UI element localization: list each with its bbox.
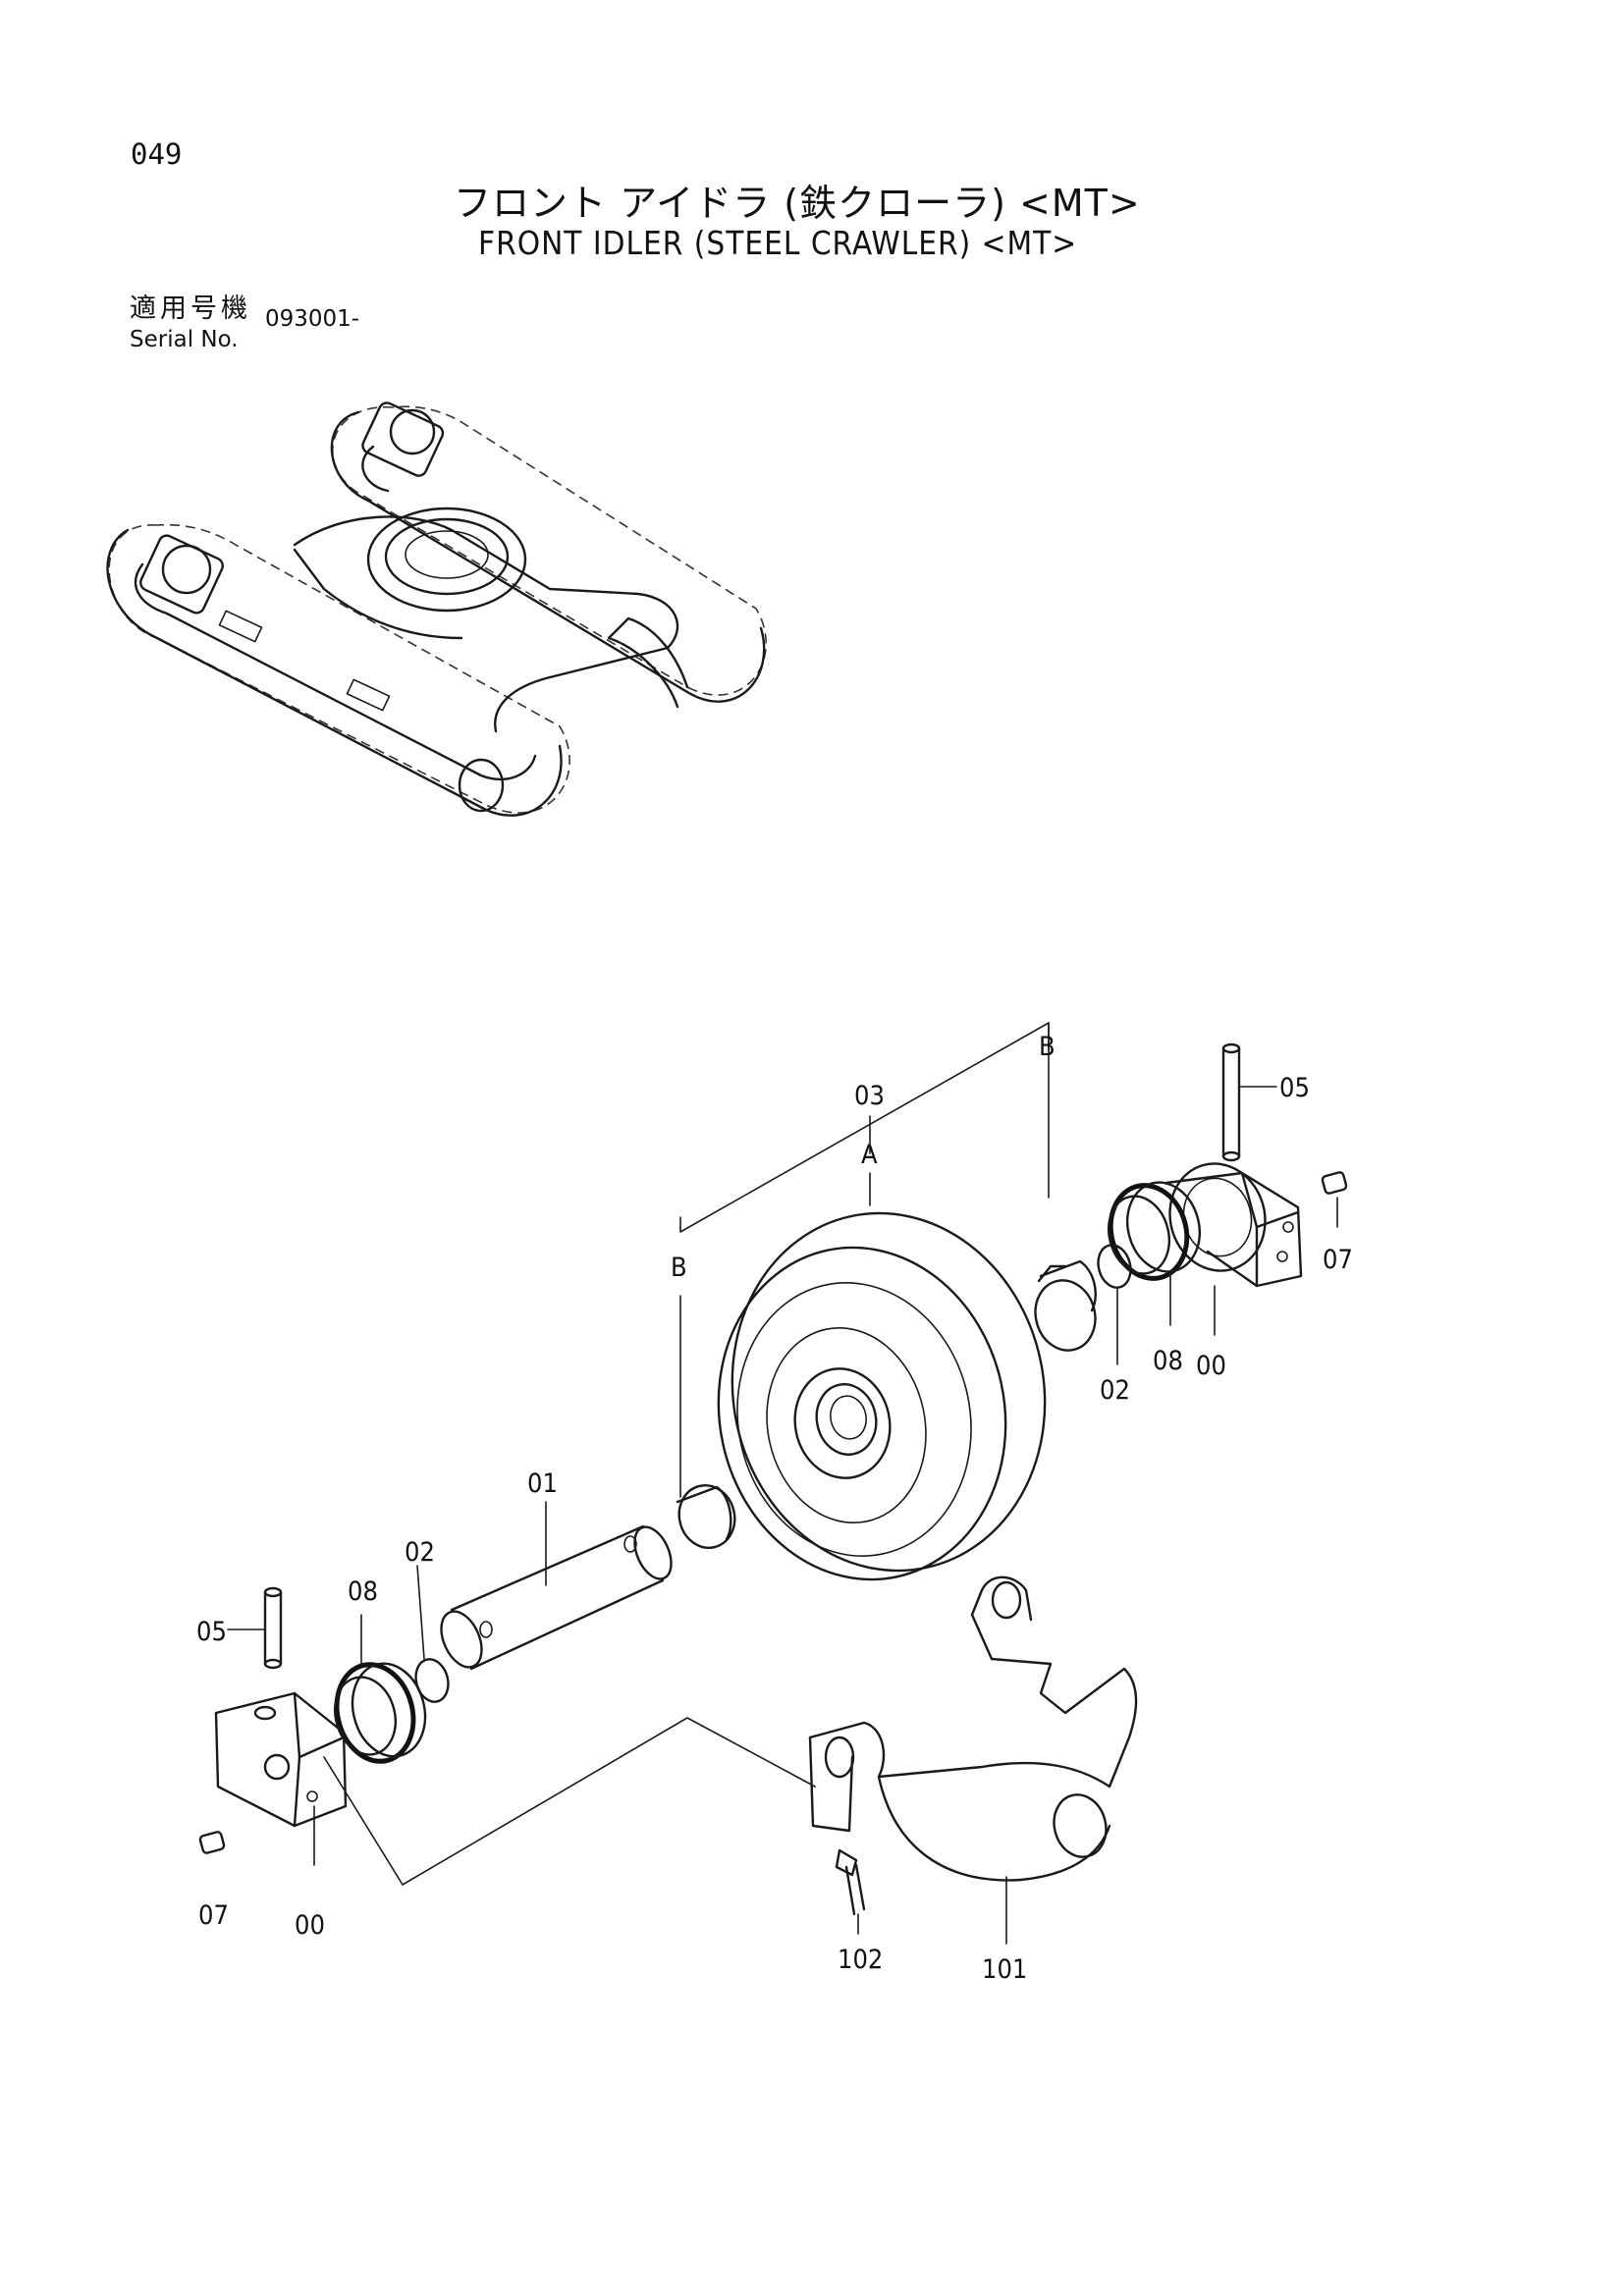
undercarriage-overview-illustration <box>106 401 767 817</box>
callout-08-right: 08 <box>1153 1346 1183 1376</box>
page-title-japanese: フロント アイドラ (鉄クローラ) <MT> <box>454 182 1141 225</box>
callout-102: 102 <box>838 1945 883 1975</box>
serial-label-japanese: 適用号機 <box>130 294 251 324</box>
callout-05-right: 05 <box>1279 1073 1310 1103</box>
callout-00-left: 00 <box>295 1910 325 1941</box>
serial-label-english: Serial No. <box>130 327 239 352</box>
callout-B-top: B <box>1039 1032 1056 1062</box>
callout-05-left: 05 <box>196 1617 227 1647</box>
callout-labels: 03 A B B 05 07 00 08 02 01 02 08 05 07 0… <box>196 1032 1353 1985</box>
callout-02-left: 02 <box>405 1537 435 1568</box>
left-side-parts <box>198 1484 736 1866</box>
callout-07-right: 07 <box>1323 1245 1353 1275</box>
yoke-part-101 <box>808 1575 1138 1945</box>
callout-08-left: 08 <box>348 1576 378 1607</box>
callout-07-left: 07 <box>198 1900 229 1931</box>
callout-B-left: B <box>671 1253 687 1283</box>
right-side-parts <box>1034 1042 1348 1365</box>
idler-wheel-part-03 <box>717 1211 1047 1581</box>
callout-02-right: 02 <box>1100 1375 1130 1406</box>
page-number: 049 <box>131 137 183 171</box>
callout-03: 03 <box>854 1081 885 1111</box>
serial-number-value: 093001- <box>265 306 360 332</box>
callout-01: 01 <box>527 1468 558 1499</box>
callout-A: A <box>861 1140 878 1170</box>
callout-101: 101 <box>982 1954 1027 1985</box>
page-title-english: FRONT IDLER (STEEL CRAWLER) <MT> <box>478 224 1078 262</box>
assembly-leader-lines <box>323 1022 1050 1886</box>
bolt-part-102 <box>835 1848 866 1935</box>
callout-00-right: 00 <box>1196 1351 1226 1381</box>
